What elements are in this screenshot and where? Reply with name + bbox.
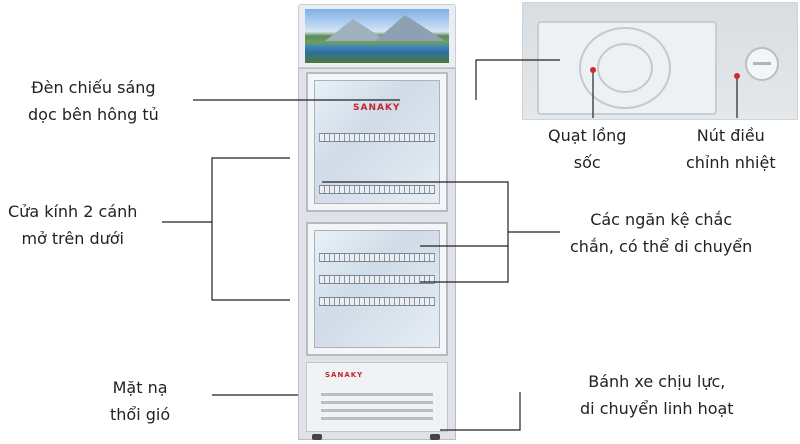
shelf-rack [319, 297, 435, 306]
refrigerator-illustration: SANAKY SANAKY [298, 4, 456, 440]
thermostat-marker-dot [734, 73, 740, 79]
upper-glass-door: SANAKY [306, 72, 448, 212]
callout-line-wheels [440, 392, 521, 431]
landscape-banner-image [305, 9, 449, 63]
callout-bracket-glass-doors [211, 157, 290, 301]
shelf-rack [319, 275, 435, 284]
fan-thermostat-inset-photo [522, 2, 798, 120]
label-shelves: Các ngăn kệ chắc chắn, có thể di chuyển [570, 210, 753, 256]
shelf-rack [319, 253, 435, 262]
vent-slat [321, 393, 433, 396]
thermostat-knob [745, 47, 779, 81]
fan-ring [597, 43, 653, 93]
shelf-rack [319, 185, 435, 194]
fan-ring [579, 27, 671, 109]
wheel [312, 434, 322, 440]
lower-glass [314, 230, 440, 348]
vent-slat [321, 409, 433, 412]
air-vent-grille: SANAKY [306, 362, 448, 432]
brand-logo-upper: SANAKY [353, 103, 401, 113]
label-thermostat: Nút điều chỉnh nhiệt [686, 126, 776, 172]
label-glass-doors: Cửa kính 2 cánh mở trên dưới [8, 202, 138, 248]
fan-cover [537, 21, 717, 115]
vent-slat [321, 417, 433, 420]
brand-logo-lower: SANAKY [325, 371, 364, 379]
label-side-light: Đèn chiếu sáng dọc bên hông tủ [28, 78, 159, 124]
fan-marker-dot [590, 67, 596, 73]
lower-glass-door [306, 222, 448, 356]
top-banner [298, 4, 456, 68]
wheel [430, 434, 440, 440]
upper-glass: SANAKY [314, 80, 440, 204]
callout-line-inset [475, 59, 560, 100]
label-fan: Quạt lồng sốc [548, 126, 627, 172]
label-wheels: Bánh xe chịu lực, di chuyển linh hoạt [580, 372, 734, 418]
label-air-vent: Mặt nạ thổi gió [110, 378, 171, 424]
callout-bracket-shelves [322, 181, 509, 283]
shelf-rack [319, 133, 435, 142]
vent-slat [321, 401, 433, 404]
